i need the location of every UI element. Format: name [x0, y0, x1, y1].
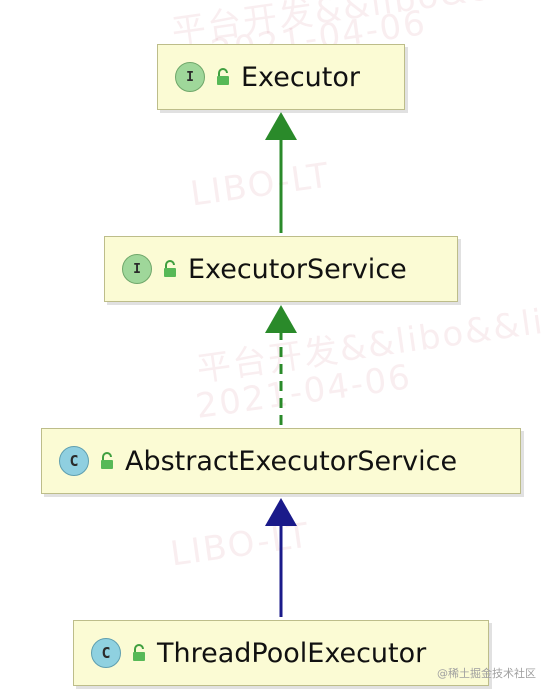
public-lock-icon [164, 260, 176, 277]
interface-icon: I [175, 62, 205, 92]
extends-arrowhead [265, 112, 297, 140]
node-label: AbstractExecutorService [125, 445, 458, 477]
node-label: ThreadPoolExecutor [157, 637, 427, 669]
public-lock-icon [101, 452, 113, 469]
interface-icon: I [122, 254, 152, 284]
node-label: Executor [241, 61, 360, 93]
implements-arrowhead [265, 305, 297, 333]
source-logo: @稀土掘金技术社区 [437, 667, 536, 680]
public-lock-icon [217, 68, 229, 85]
extends-arrowhead [265, 498, 297, 526]
node-label: ExecutorService [188, 253, 407, 285]
node-executor-service[interactable]: I ExecutorService [104, 236, 458, 302]
node-executor[interactable]: I Executor [157, 44, 405, 110]
node-abstract-executor-service[interactable]: C AbstractExecutorService [41, 428, 521, 494]
node-thread-pool-executor[interactable]: C ThreadPoolExecutor [73, 620, 489, 686]
abstract-class-icon: C [59, 446, 89, 476]
public-lock-icon [133, 644, 145, 661]
class-icon: C [91, 638, 121, 668]
